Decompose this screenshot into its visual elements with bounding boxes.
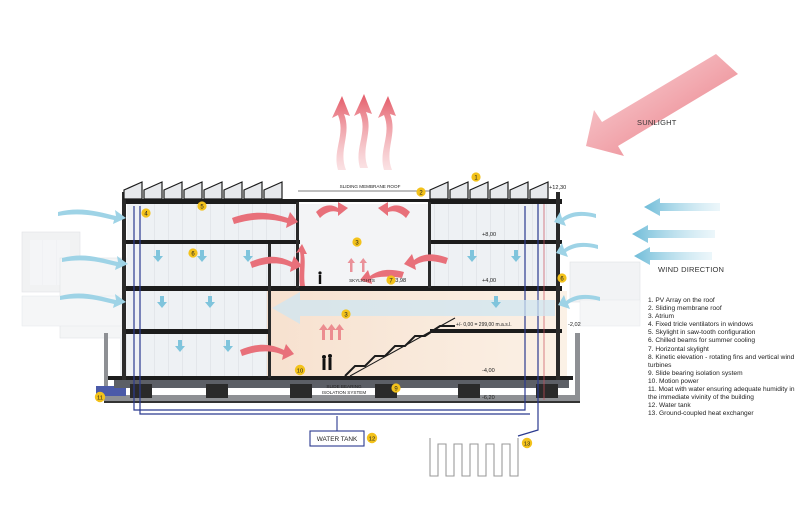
level-398: +3,98 [392, 278, 406, 284]
moat-water [96, 386, 126, 396]
isolation-system-label: ISOLATION SYSTEM [322, 390, 367, 395]
marker-1: 1 [471, 172, 481, 182]
water-tank-label: WATER TANK [317, 436, 358, 443]
people-silhouettes [318, 271, 332, 370]
legend-item: 9. Slide bearing isolation system [648, 369, 743, 377]
sunlight-label: SUNLIGHT [637, 118, 677, 127]
legend-item: 2. Sliding membrane roof [648, 305, 722, 313]
svg-text:11: 11 [97, 395, 103, 401]
level-0: +/- 0,00 = 299,00 m.a.s.l. [456, 322, 512, 328]
marker-4: 4 [141, 208, 151, 218]
marker-2: 2 [416, 187, 426, 197]
interior-warm-arrows [232, 202, 448, 360]
svg-text:5: 5 [200, 204, 204, 210]
svg-text:6: 6 [560, 276, 564, 282]
atrium-stair [344, 325, 455, 377]
marker-7: 7 [386, 275, 396, 285]
numbered-markers: 1 2 3 3 4 5 6 6 7 9 10 11 12 13 [94, 172, 567, 449]
marker-13: 13 [521, 437, 533, 449]
heat-exchanger-loops [429, 438, 519, 477]
marker-6a: 6 [188, 248, 198, 258]
svg-text:9: 9 [394, 386, 398, 392]
level-minus-2: -2,02 [568, 322, 581, 328]
hot-air-exhaust-arrows [332, 94, 396, 170]
legend-item: 8. Kinetic elevation - rotating fins and… [648, 353, 795, 369]
chilled-beam-arrows [153, 250, 521, 352]
legend-item: 4. Fixed tricle ventilators in windows [648, 321, 754, 329]
legend-item: 10. Motion power [648, 377, 699, 385]
svg-text:13: 13 [524, 441, 530, 447]
svg-text:4: 4 [144, 211, 148, 217]
interior-cool-arrows [58, 209, 600, 309]
wind-arrows [632, 198, 720, 265]
marker-3b: 3 [341, 309, 351, 319]
svg-text:3: 3 [344, 312, 348, 318]
svg-text:2: 2 [419, 190, 423, 196]
level-minus-4: -4,00 [482, 368, 495, 374]
level-top: +12,30 [549, 185, 566, 191]
marker-9: 9 [391, 383, 401, 393]
svg-text:3: 3 [355, 240, 359, 246]
legend-item: 7. Horizontal skylight [648, 345, 709, 353]
slide-bearing-label: SLIDE BEARING [326, 384, 362, 389]
drawing-annotations: SLIDING MEMBRANE ROOF SKYLIGHTS SLIDE BE… [322, 184, 401, 395]
legend-item: 1. PV Array on the roof [648, 297, 715, 304]
level-markers: +12,30 +8,00 +4,00 +3,98 +/- 0,00 = 299,… [392, 185, 581, 401]
svg-text:6: 6 [191, 251, 195, 257]
marker-6b: 6 [557, 273, 567, 283]
legend-list: 1. PV Array on the roof 2. Sliding membr… [648, 297, 796, 418]
sliding-membrane-roof-label: SLIDING MEMBRANE ROOF [340, 184, 401, 189]
level-4: +4,00 [482, 278, 496, 284]
marker-10: 10 [294, 364, 306, 376]
level-minus-6: -6,20 [482, 395, 495, 401]
sawtooth-roof [123, 181, 549, 200]
skylights-label: SKYLIGHTS [349, 278, 375, 283]
marker-5: 5 [197, 201, 207, 211]
svg-text:7: 7 [389, 278, 393, 284]
legend-item: 11. Moat with water ensuring adequate hu… [648, 386, 795, 402]
atrium-rising-arrows [319, 258, 367, 340]
legend-item: 5. Skylight in saw-tooth configuration [648, 329, 756, 337]
level-8: +8,00 [482, 232, 496, 238]
svg-text:10: 10 [297, 368, 303, 374]
marker-12: 12 [366, 432, 378, 444]
legend-item: 13. Ground-coupled heat exchanger [648, 410, 754, 418]
marker-11: 11 [94, 391, 106, 403]
ground-mass [96, 333, 580, 403]
svg-text:1: 1 [474, 175, 478, 181]
legend-item: 6. Chilled beams for summer cooling [648, 337, 756, 345]
water-tank: WATER TANK [309, 416, 365, 447]
svg-text:12: 12 [369, 436, 375, 442]
sunlight-arrow [586, 54, 738, 156]
marker-3a: 3 [352, 237, 362, 247]
wind-direction-label: WIND DIRECTION [658, 265, 725, 274]
legend-item: 3. Atrium [648, 313, 675, 321]
legend-item: 12. Water tank [648, 402, 691, 410]
